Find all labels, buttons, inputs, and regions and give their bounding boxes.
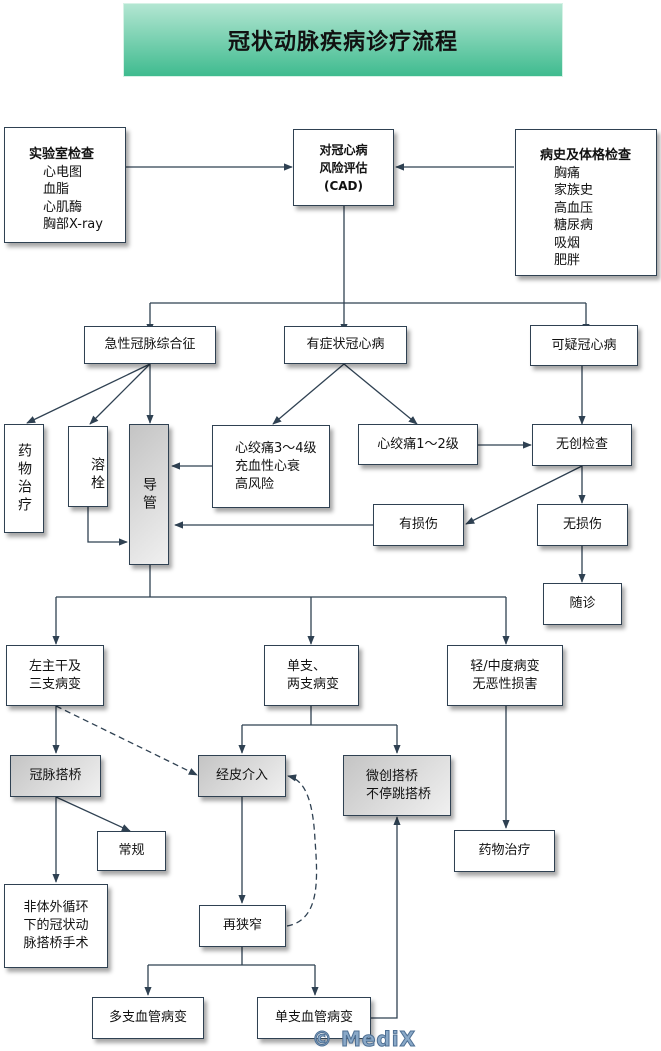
- edge-acs-to-drug: [26, 363, 151, 424]
- node-damage: 有损伤: [373, 504, 464, 546]
- node-mild-lesion: 轻/中度病变 无恶性损害: [447, 645, 563, 706]
- history-exam-item: 吸烟: [554, 235, 581, 251]
- node-symptomatic-cad: 有症状冠心病: [284, 326, 407, 364]
- node-multi-vessel: 多支血管病变: [92, 997, 204, 1039]
- edge-noninvasive-to-damage: [465, 465, 583, 525]
- node-no-damage: 无损伤: [537, 504, 628, 546]
- node-pci: 经皮介入: [198, 755, 286, 797]
- history-exam-item: 高血压: [554, 200, 594, 216]
- history-exam-item: 家族史: [554, 183, 594, 198]
- node-restenosis: 再狭窄: [199, 905, 286, 947]
- node-single-double: 单支、 两支病变: [264, 645, 359, 706]
- title-banner: 冠状动脉疾病诊疗流程: [123, 3, 563, 77]
- edge-thrombolysis-to-catheter: [87, 507, 128, 546]
- node-followup: 随诊: [543, 583, 622, 625]
- node-suspected-cad: 可疑冠心病: [530, 325, 638, 366]
- history-exam-item: 胸痛: [554, 165, 581, 181]
- node-noninvasive-exam: 无创检查: [532, 424, 632, 466]
- node-thrombolysis: 溶栓: [68, 426, 108, 507]
- node-single-vessel: 单支血管病变: [257, 997, 371, 1039]
- node-midcab: 微创搭桥 不停跳搭桥: [343, 755, 451, 816]
- node-conventional: 常规: [97, 831, 166, 871]
- edge-cabg-to-conventional: [55, 796, 131, 832]
- lab-exam-item: 心电图: [43, 164, 83, 180]
- lab-exam-item: 胸部X-ray: [43, 217, 103, 232]
- watermark: © MediX: [311, 1027, 417, 1051]
- node-left-main-3v: 左主干及 三支病变: [6, 645, 104, 706]
- node-acs: 急性冠脉综合征: [84, 326, 216, 364]
- lab-exam-header: 实验室检查: [29, 147, 95, 162]
- edge-left-main-to-pci-dashed: [55, 705, 198, 776]
- history-exam-item: 糖尿病: [554, 218, 594, 233]
- node-catheter: 导管: [129, 424, 169, 565]
- edge-restenosis-to-pci-dashed: [286, 774, 318, 927]
- node-drug-vertical: 药物治疗: [4, 424, 44, 533]
- node-angina-1-2: 心绞痛1～2级: [358, 424, 478, 465]
- lab-exam-item: 血脂: [43, 182, 70, 197]
- node-risk-assessment: 对冠心病 风险评估 (CAD): [293, 129, 394, 206]
- history-exam-box: 病史及体格检查 胸痛 家族史 高血压 糖尿病 吸烟 肥胖: [515, 129, 657, 276]
- node-cabg: 冠脉搭桥: [10, 755, 101, 797]
- edge-single-vessel-to-midcab: [371, 816, 401, 1019]
- history-exam-item: 肥胖: [554, 253, 581, 268]
- edge-acs-to-thrombolysis: [89, 363, 151, 425]
- node-opcab: 非体外循环 下的冠状动 脉搭桥手术: [4, 884, 108, 968]
- node-angina-3-4: 心绞痛3～4级 充血性心衰 高风险: [212, 425, 330, 508]
- lab-exam-item: 心肌酶: [43, 199, 83, 215]
- history-exam-header: 病史及体格检查: [540, 148, 632, 163]
- edge-symptomatic-to-angina12: [343, 363, 418, 425]
- node-drug-therapy: 药物治疗: [454, 830, 555, 872]
- diagram-title: 冠状动脉疾病诊疗流程: [227, 30, 458, 55]
- edge-symptomatic-to-angina34: [272, 363, 345, 425]
- lab-exam-box: 实验室检查 心电图 血脂 心肌酶 胸部X-ray: [4, 127, 126, 243]
